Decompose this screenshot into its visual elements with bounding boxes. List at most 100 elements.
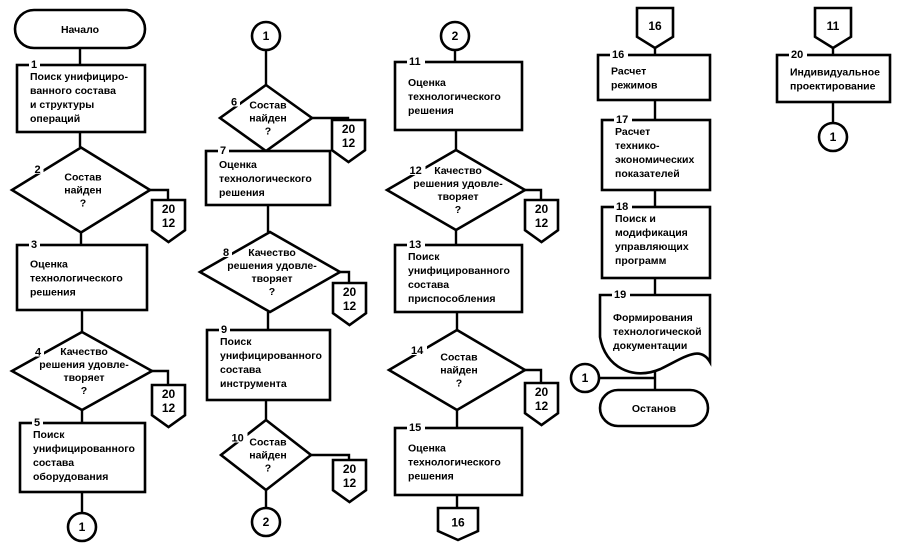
step-number-bg [407, 165, 426, 175]
step-number-bg [33, 346, 44, 357]
step-text: программ [615, 255, 667, 267]
step-text: проектирование [790, 81, 876, 93]
connector-label: 2 [452, 29, 459, 43]
step-number: 6 [231, 97, 237, 109]
connector-label: 1 [582, 371, 589, 385]
process-box [15, 63, 147, 134]
step-number: 20 [791, 49, 803, 61]
step-number: 18 [616, 201, 628, 213]
connector-circle: 1 [66, 511, 98, 543]
step-text: документации [613, 340, 687, 352]
step-number-bg [29, 59, 40, 69]
step-number: 14 [411, 345, 424, 357]
step-text: Формирования [613, 312, 693, 324]
offpage-label: 20 [343, 285, 357, 299]
decision-text: решения удовле- [39, 359, 129, 371]
step-text: технологической [613, 326, 702, 338]
step-number: 2 [35, 164, 41, 176]
step-number: 7 [220, 145, 226, 157]
document-shape [598, 293, 712, 375]
terminal-label: Начало [61, 24, 99, 36]
terminal-shape [13, 8, 147, 50]
connector-circle: 2 [250, 506, 282, 538]
connector-label: 1 [79, 520, 86, 534]
step-text: технологического [219, 173, 312, 185]
step-text: состава [220, 364, 261, 376]
step-number-bg [789, 49, 807, 59]
step-number: 13 [409, 239, 421, 251]
step-number-bg [32, 417, 43, 427]
step-number: 9 [221, 324, 227, 336]
step-number-bg [229, 96, 240, 107]
offpage-shape [813, 6, 853, 50]
step-text: Поиск [33, 429, 65, 441]
flow-arrow [525, 188, 543, 200]
offpage-shape [150, 198, 187, 244]
step-text: унифицированного [408, 265, 510, 277]
offpage-shape [331, 458, 368, 504]
terminal-shape [598, 388, 710, 428]
decision-diamond [9, 330, 155, 412]
step-text: унифицированного [33, 443, 135, 455]
offpage-shape [523, 198, 560, 244]
step-number: 4 [35, 347, 42, 359]
step-text: Поиск и [615, 213, 656, 225]
step-text: Оценка [30, 259, 68, 271]
connector-circle-shape [817, 121, 849, 153]
process-n1: Поиск унифициро-ванного состава и структу… [15, 59, 147, 134]
step-text: ванного состава [30, 85, 116, 97]
connector-label: 2 [263, 515, 270, 529]
decision-text: Качество [60, 346, 108, 358]
decision-diamond [197, 230, 343, 314]
step-number: 3 [31, 239, 37, 251]
step-text: Поиск унифициро- [30, 71, 128, 83]
process-box [15, 243, 149, 312]
offpage-shape [150, 383, 187, 429]
connector-circle: 2 [439, 20, 471, 52]
document-n19: Формирования технологической документации 1… [598, 289, 712, 375]
step-text: и структуры [30, 99, 94, 111]
flow-arrow [152, 369, 170, 385]
step-number-bg [221, 247, 232, 257]
connector-circle-shape [250, 20, 282, 52]
decision-text: ? [80, 198, 86, 210]
step-number-bg [229, 432, 248, 443]
process-box [596, 53, 712, 102]
offpage-shape [523, 381, 560, 427]
process-n5: Поискунифицированногосоставаоборудования… [18, 417, 147, 494]
process-box [393, 60, 524, 132]
decision-text: ? [455, 204, 461, 216]
offpage-label: 12 [535, 399, 549, 413]
step-text: Расчет [611, 66, 646, 78]
step-number-bg [614, 114, 632, 124]
step-text: Поиск [408, 251, 440, 263]
step-text: управляющих [615, 241, 689, 253]
decision-text: творяет [63, 372, 104, 384]
step-text: Оценка [408, 77, 446, 89]
step-text: технико- [615, 140, 660, 152]
step-number: 12 [410, 165, 422, 177]
step-text: Индивидуальное [790, 67, 880, 79]
step-text: показателей [615, 168, 680, 180]
decision-text: ? [81, 385, 87, 397]
step-number: 19 [614, 289, 626, 301]
step-number-bg [612, 289, 630, 299]
step-text: Поиск [220, 336, 252, 348]
flow-arrow [311, 453, 351, 460]
step-text: Расчет [615, 126, 650, 138]
